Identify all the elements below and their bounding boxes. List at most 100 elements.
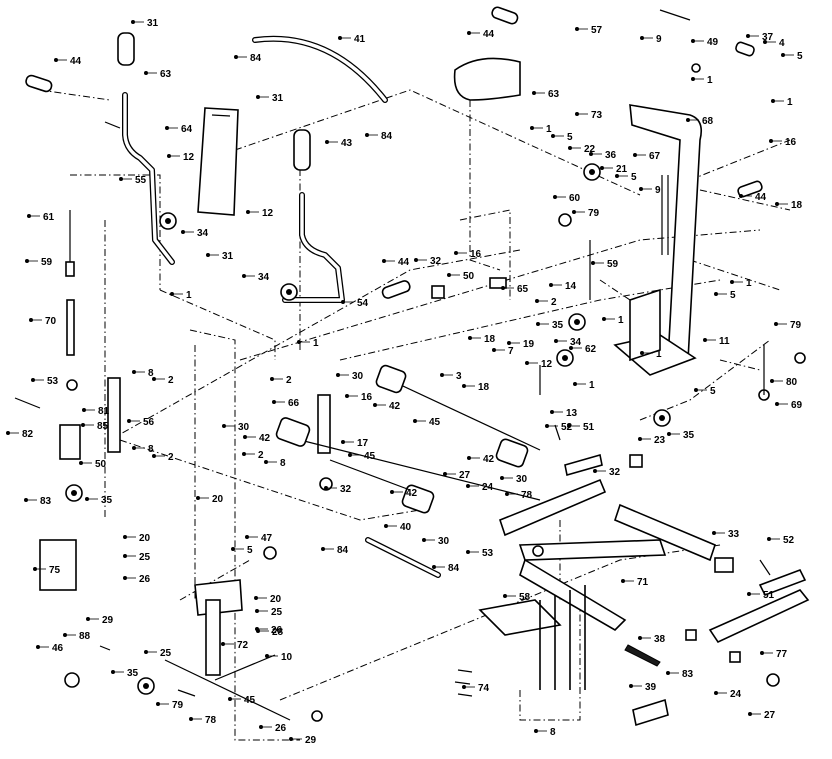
part-callout: 27: [748, 710, 776, 721]
leader-dot: [31, 378, 35, 382]
part-callout: 47: [245, 533, 273, 544]
part-number-label: 17: [357, 438, 369, 449]
part-number-label: 20: [139, 533, 151, 544]
part-callout: 63: [532, 89, 560, 100]
part-number-label: 8: [148, 444, 154, 455]
leg-extension: [499, 453, 607, 537]
part-callout: 31: [131, 18, 159, 29]
part-number-label: 84: [337, 545, 349, 556]
part-number-label: 34: [197, 228, 209, 239]
part-callout: 67: [633, 151, 661, 162]
part-number-label: 50: [95, 459, 107, 470]
base-frame: [478, 503, 734, 690]
part-callout: 79: [156, 700, 184, 711]
part-number-label: 8: [148, 368, 154, 379]
part-callout: 33: [712, 529, 740, 540]
leader-dot: [536, 322, 540, 326]
part-callout: 1: [530, 124, 552, 135]
part-callout: 44: [382, 257, 410, 268]
part-number-label: 44: [398, 257, 410, 268]
leader-dot: [373, 403, 377, 407]
part-number-label: 83: [40, 496, 52, 507]
leader-dot: [123, 554, 127, 558]
leader-dot: [189, 717, 193, 721]
part-number-label: 88: [79, 631, 91, 642]
part-callout: 46: [36, 643, 64, 654]
part-number-label: 22: [584, 144, 596, 155]
leader-dot: [254, 596, 258, 600]
part-callout: 50: [447, 271, 475, 282]
part-callout: 28: [256, 627, 284, 638]
part-callout: 7: [492, 346, 514, 357]
part-number-label: 77: [776, 649, 788, 660]
part-number-label: 20: [270, 594, 282, 605]
leader-dot: [36, 645, 40, 649]
part-callout: 88: [63, 631, 91, 642]
leader-dot: [152, 377, 156, 381]
part-callout: 64: [165, 124, 193, 135]
leader-dot: [6, 431, 10, 435]
part-number-label: 16: [470, 249, 482, 260]
part-number-label: 29: [305, 735, 317, 746]
part-number-label: 35: [127, 668, 139, 679]
part-number-label: 42: [259, 433, 271, 444]
leader-dot: [714, 691, 718, 695]
part-number-label: 38: [654, 634, 666, 645]
leader-dot: [382, 259, 386, 263]
leader-dot: [629, 684, 633, 688]
leader-dot: [86, 617, 90, 621]
part-number-label: 79: [172, 700, 184, 711]
part-callout: 80: [770, 377, 798, 388]
leader-dot: [336, 373, 340, 377]
part-callout: 84: [432, 563, 460, 574]
part-number-label: 26: [139, 574, 151, 585]
part-callout: 43: [325, 138, 353, 149]
part-number-label: 54: [357, 298, 369, 309]
part-number-label: 40: [400, 522, 412, 533]
part-callout: 40: [384, 522, 412, 533]
part-callout: 1: [297, 338, 319, 349]
part-callout: 1: [602, 315, 624, 326]
part-callout: 1: [771, 97, 793, 108]
leader-dot: [569, 346, 573, 350]
part-callout: 2: [152, 375, 174, 386]
leader-dot: [413, 419, 417, 423]
leader-dot: [365, 133, 369, 137]
part-number-label: 2: [258, 450, 264, 461]
leader-dot: [640, 351, 644, 355]
leader-dot: [231, 547, 235, 551]
part-number-label: 8: [550, 727, 556, 738]
part-callout: 8: [534, 727, 556, 738]
part-callout: 20: [123, 533, 151, 544]
part-callout: 9: [639, 185, 661, 196]
lower-frame: [164, 579, 291, 721]
leader-dot: [144, 71, 148, 75]
leader-dot: [384, 524, 388, 528]
part-callout: 58: [503, 592, 531, 603]
leader-dot: [748, 712, 752, 716]
fasteners: [14, 9, 771, 697]
part-number-label: 9: [655, 185, 661, 196]
part-callout: 1: [170, 290, 192, 301]
part-number-label: 44: [483, 29, 495, 40]
part-number-label: 1: [186, 290, 192, 301]
leader-dot: [270, 377, 274, 381]
leader-dot: [760, 651, 764, 655]
part-number-label: 18: [484, 334, 496, 345]
part-callout: 18: [468, 334, 496, 345]
leader-dot: [63, 633, 67, 637]
leader-dot: [440, 373, 444, 377]
leader-dot: [454, 251, 458, 255]
part-callout: 25: [144, 648, 172, 659]
part-number-label: 30: [352, 371, 364, 382]
part-number-label: 5: [730, 290, 736, 301]
leader-dot: [535, 299, 539, 303]
part-callout: 20: [196, 494, 224, 505]
part-callout: 5: [615, 172, 637, 183]
part-callout: 17: [341, 438, 369, 449]
leader-dot: [567, 424, 571, 428]
part-number-label: 53: [482, 548, 494, 559]
leader-dot: [550, 410, 554, 414]
part-number-label: 12: [541, 359, 553, 370]
